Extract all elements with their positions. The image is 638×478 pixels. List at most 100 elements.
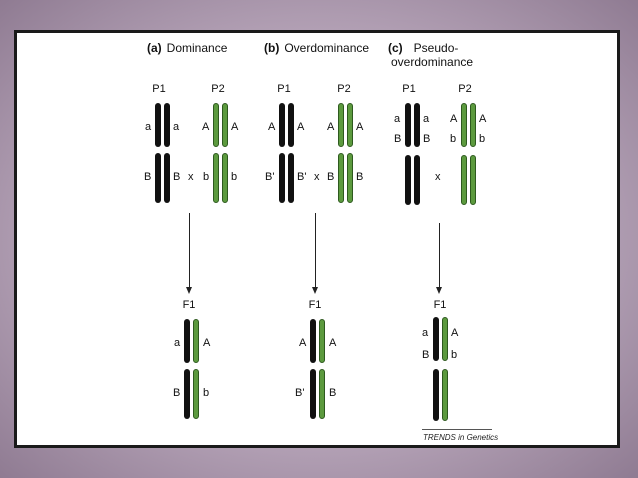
panel-a-arrow-line xyxy=(189,213,190,288)
panel-a-p1-label: P1 xyxy=(152,83,166,95)
panel-b-p2-chrom-upper-left xyxy=(338,103,344,147)
panel-a-p2-allele-tl: A xyxy=(202,121,210,133)
panel-b-f1-allele-br: B xyxy=(329,387,337,399)
panel-c-p2-allele-ml: b xyxy=(450,133,457,145)
panel-a-p2-allele-tr: A xyxy=(231,121,239,133)
panel-b-f1-allele-tl: A xyxy=(299,337,307,349)
panel-b-f1-chrom-upper-green xyxy=(319,319,325,363)
panel-b-heading: (b) Overdominance xyxy=(264,41,369,55)
panel-c-p2-chrom-lower-left xyxy=(461,155,467,205)
panel-a-letter: (a) xyxy=(147,41,162,55)
panel-c-cross-symbol: x xyxy=(435,171,441,183)
panel-c-p1-allele-mr: B xyxy=(423,133,431,145)
panel-b-p1-chrom-lower-left xyxy=(279,153,285,203)
panel-c-p2-chrom-upper-right xyxy=(470,103,476,147)
panel-c-f1-allele-tl: a xyxy=(422,327,429,339)
panel-a-f1-allele-bl: B xyxy=(173,387,181,399)
panel-b-p2-allele-br: B xyxy=(356,171,364,183)
panel-c-p1-allele-ml: B xyxy=(394,133,402,145)
panel-a-f1-label: F1 xyxy=(182,299,196,311)
panel-a-p2-chrom-upper-left xyxy=(213,103,219,147)
panel-b-p2-allele-bl: B xyxy=(327,171,335,183)
credit-rule xyxy=(422,429,492,430)
panel-b-p1-allele-tr: A xyxy=(297,121,305,133)
panel-c-p1-chrom-lower-left xyxy=(405,155,411,205)
panel-c-f1-chrom-lower-green xyxy=(442,369,448,421)
panel-c-p1-allele-tl: a xyxy=(394,113,401,125)
panel-a-p2-allele-br: b xyxy=(231,171,238,183)
panel-a-p1-allele-br: B xyxy=(173,171,181,183)
panel-b-p2-allele-tl: A xyxy=(327,121,335,133)
panel-b-cross-symbol: x xyxy=(314,171,320,183)
panel-c-p1-chrom-upper-left xyxy=(405,103,411,147)
panel-b-p1-label: P1 xyxy=(277,83,291,95)
panel-a-f1-chrom-lower-green xyxy=(193,369,199,419)
panel-b-p1-chrom-upper-left xyxy=(279,103,285,147)
panel-b-arrow-line xyxy=(315,213,316,288)
panel-c-p1-label: P1 xyxy=(402,83,416,95)
panel-a-f1-chrom-upper-green xyxy=(193,319,199,363)
panel-a-p1-chrom-lower-right xyxy=(164,153,170,203)
panel-c-p2-chrom-lower-right xyxy=(470,155,476,205)
panel-b-f1-allele-bl: B' xyxy=(295,387,305,399)
panel-a-p1-chrom-lower-left xyxy=(155,153,161,203)
panel-b-title: Overdominance xyxy=(284,41,370,55)
panel-c-p2-label: P2 xyxy=(458,83,472,95)
panel-b-p1-chrom-lower-right xyxy=(288,153,294,203)
panel-a-p1-allele-bl: B xyxy=(144,171,152,183)
panel-b-f1-chrom-upper-black xyxy=(310,319,316,363)
panel-a-f1-allele-tl: a xyxy=(174,337,181,349)
panel-b-f1-label: F1 xyxy=(308,299,322,311)
panel-a-p1-chrom-upper-left xyxy=(155,103,161,147)
panel-a-heading: (a) Dominance xyxy=(147,41,227,55)
credit-text: TRENDS in Genetics xyxy=(423,433,499,442)
panel-c-title-line1: Pseudo- xyxy=(413,41,459,55)
panel-a-p1-chrom-upper-right xyxy=(164,103,170,147)
panel-a-p1-allele-tl: a xyxy=(145,121,152,133)
panel-b-p2-label: P2 xyxy=(337,83,351,95)
panel-a-f1-chrom-lower-black xyxy=(184,369,190,419)
panel-b-p1-allele-bl: B' xyxy=(265,171,275,183)
panel-b-arrow-head xyxy=(312,287,318,294)
panel-b-p2-chrom-upper-right xyxy=(347,103,353,147)
panel-b-p2-allele-tr: A xyxy=(356,121,364,133)
panel-a-p2-label: P2 xyxy=(211,83,225,95)
panel-c-p1-chrom-lower-right xyxy=(414,155,420,205)
panel-c-title-line2: overdominance xyxy=(391,55,474,69)
panel-b-p1-allele-tl: A xyxy=(268,121,276,133)
panel-a-p2-chrom-lower-left xyxy=(213,153,219,203)
panel-a-arrow-head xyxy=(186,287,192,294)
panel-c-f1-chrom-upper-green xyxy=(442,317,448,361)
panel-c-f1-allele-mr: b xyxy=(451,349,458,361)
panel-b-p1-chrom-upper-right xyxy=(288,103,294,147)
panel-c-f1-allele-tr: A xyxy=(451,327,459,339)
panel-c-arrow-line xyxy=(439,223,440,288)
panel-b-f1-allele-tr: A xyxy=(329,337,337,349)
panel-c-p1-chrom-upper-right xyxy=(414,103,420,147)
panel-c-f1-label: F1 xyxy=(433,299,447,311)
panel-b-f1-chrom-lower-black xyxy=(310,369,316,419)
slide-frame: (a)Dominance P1 P2 a a B B x A A b b F1 … xyxy=(14,30,620,448)
panel-c-f1-allele-ml: B xyxy=(422,349,430,361)
panel-c-f1-chrom-lower-black xyxy=(433,369,439,421)
panel-a-f1-allele-br: b xyxy=(203,387,210,399)
panel-a-title: Dominance xyxy=(166,41,228,55)
panel-c-p1-allele-tr: a xyxy=(423,113,430,125)
panel-c-letter: (c) xyxy=(388,41,403,55)
panel-c-p2-chrom-upper-left xyxy=(461,103,467,147)
panel-a-p2-allele-bl: b xyxy=(203,171,210,183)
panel-b-letter: (b) xyxy=(264,41,280,55)
panel-a-f1-chrom-upper-black xyxy=(184,319,190,363)
panel-b-p2-chrom-lower-right xyxy=(347,153,353,203)
panel-a-cross-symbol: x xyxy=(188,171,194,183)
panel-c-heading: (c) Pseudo- xyxy=(388,41,458,55)
panel-c-p2-allele-tr: A xyxy=(479,113,487,125)
panel-a-p2-chrom-lower-right xyxy=(222,153,228,203)
panel-c-p2-allele-tl: A xyxy=(450,113,458,125)
panel-a-p1-allele-tr: a xyxy=(173,121,180,133)
panel-c-arrow-head xyxy=(436,287,442,294)
panel-a-f1-allele-tr: A xyxy=(203,337,211,349)
panel-c-p2-allele-mr: b xyxy=(479,133,486,145)
panel-b-p1-allele-br: B' xyxy=(297,171,307,183)
panel-c-f1-chrom-upper-black xyxy=(433,317,439,361)
